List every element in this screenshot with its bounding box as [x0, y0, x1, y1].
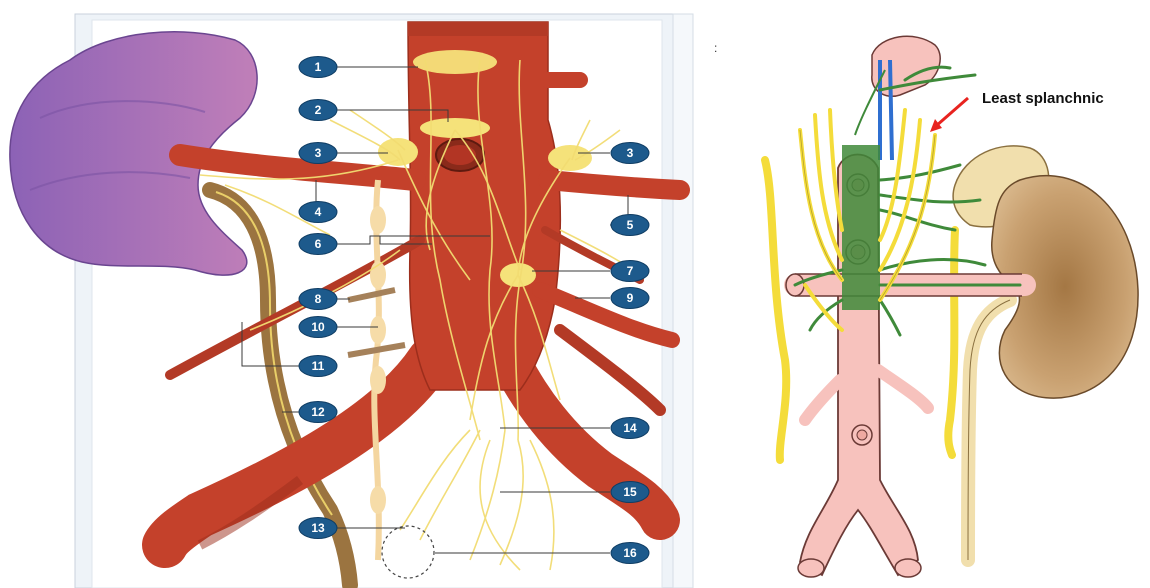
aorta-top-band [408, 22, 548, 36]
sympathetic-ganglion [370, 316, 386, 344]
marker-badge-15: 15 [611, 482, 649, 503]
marker-label-12: 12 [311, 405, 325, 419]
sympathetic-ganglion [370, 206, 386, 234]
marker-badge-10: 10 [299, 317, 337, 338]
celiac-plexus [842, 145, 880, 310]
marker-badge-13: 13 [299, 518, 337, 539]
marker-label-7: 7 [627, 264, 634, 278]
marker-badge-3-left: 3 [299, 143, 337, 164]
iliac-opening-left [798, 559, 824, 577]
marker-badge-9: 9 [611, 288, 649, 309]
renal-ganglion-left [378, 138, 418, 166]
marker-badge-11: 11 [299, 356, 337, 377]
gonadal-branch-right [878, 370, 928, 408]
corner-mark: : [714, 41, 717, 55]
marker-label-3-right: 3 [627, 146, 634, 160]
marker-badge-1: 1 [299, 57, 337, 78]
left-panel-right-strip [673, 14, 693, 588]
least-splanchnic-arrow [936, 98, 968, 126]
marker-label-14: 14 [623, 421, 637, 435]
marker-badge-7: 7 [611, 261, 649, 282]
marker-label-9: 9 [627, 291, 634, 305]
inferior-mesenteric-opening-inner [857, 430, 867, 440]
marker-badge-3-right: 3 [611, 143, 649, 164]
marker-badge-2: 2 [299, 100, 337, 121]
gonadal-branch-left [805, 380, 840, 420]
marker-badge-5: 5 [611, 215, 649, 236]
esophagus [872, 36, 940, 96]
sympathetic-ganglion [370, 366, 386, 394]
marker-label-5: 5 [627, 218, 634, 232]
marker-badge-14: 14 [611, 418, 649, 439]
marker-label-13: 13 [311, 521, 325, 535]
marker-label-10: 10 [311, 320, 325, 334]
marker-label-2: 2 [315, 103, 322, 117]
marker-label-8: 8 [315, 292, 322, 306]
splanchnic-nerve-outer-right [948, 230, 955, 455]
marker-label-4: 4 [315, 205, 322, 219]
superior-mesenteric-artery-lumen [444, 145, 476, 165]
right-panel: : [714, 36, 1138, 577]
marker-label-15: 15 [623, 485, 637, 499]
marker-badge-8: 8 [299, 289, 337, 310]
marker-badge-4: 4 [299, 202, 337, 223]
marker-label-16: 16 [623, 546, 637, 560]
left-panel: 1 2 3 3 4 5 6 7 [10, 14, 693, 588]
marker-badge-12: 12 [299, 402, 337, 423]
marker-label-3-left: 3 [315, 146, 322, 160]
sympathetic-ganglion [370, 486, 386, 514]
marker-label-6: 6 [315, 237, 322, 251]
marker-badge-16: 16 [611, 543, 649, 564]
marker-label-11: 11 [312, 359, 325, 373]
splanchnic-nerve-outer-left [765, 160, 786, 460]
marker-badge-6: 6 [299, 234, 337, 255]
iliac-opening-right [895, 559, 921, 577]
least-splanchnic-caption: Least splanchnic [982, 90, 1104, 107]
renal-artery-right [548, 180, 680, 190]
marker-label-1: 1 [315, 60, 322, 74]
